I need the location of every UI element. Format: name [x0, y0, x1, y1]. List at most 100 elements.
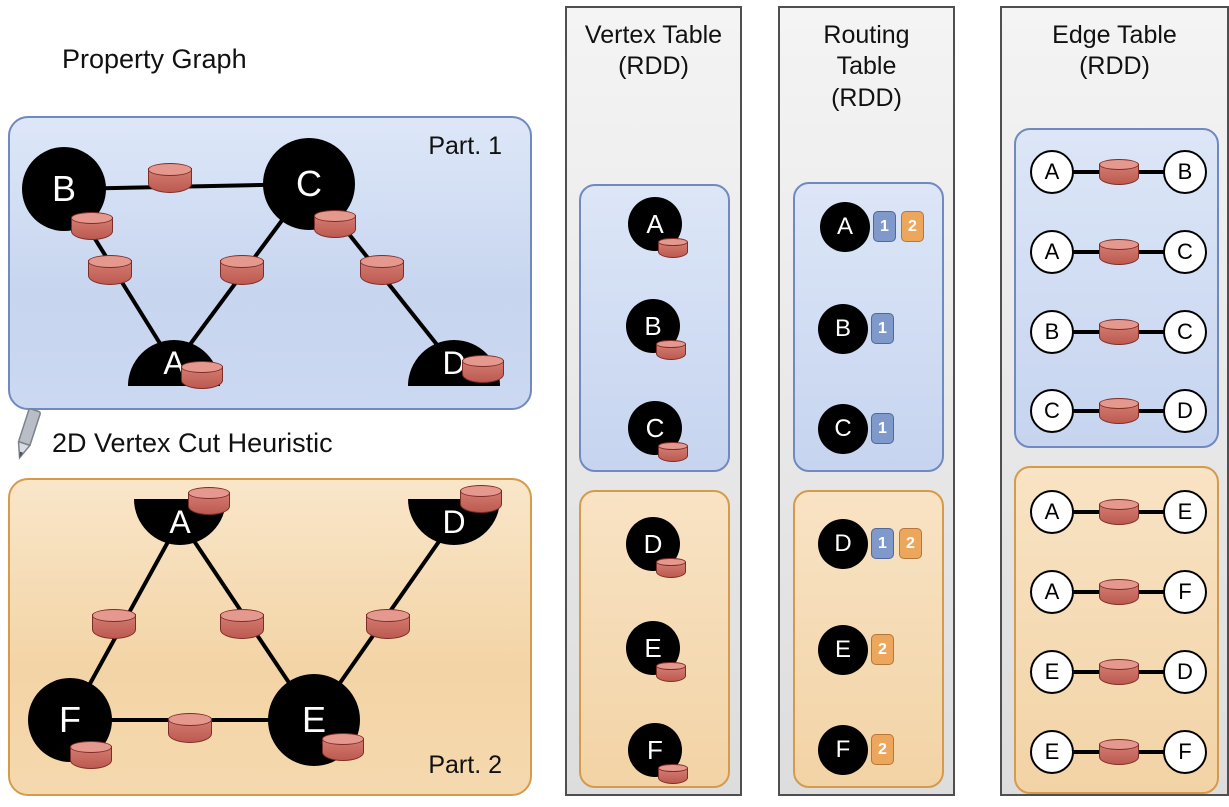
vertex-label: C	[1177, 319, 1193, 344]
edge-property-cylinder-icon	[366, 609, 410, 639]
vertex-label: A	[1044, 239, 1060, 264]
edge-table-partition2-group: A E A F E D E F	[1014, 466, 1219, 794]
edge-dst-circle: E	[1163, 490, 1207, 534]
edge-property-cylinder-icon	[1098, 659, 1139, 685]
vertex-label: B	[1044, 319, 1060, 344]
vertex-label: A	[836, 213, 853, 240]
vertex-label: C	[645, 412, 665, 443]
vertex-property-cylinder-icon	[658, 764, 688, 784]
vertex-label: E	[1044, 659, 1060, 684]
vertex-label: A	[646, 208, 664, 239]
partition1-label: Part. 1	[428, 132, 502, 160]
edge-table-header-line2: (RDD)	[1079, 52, 1150, 81]
edge-src-circle: A	[1030, 230, 1074, 274]
edge-src-circle: E	[1030, 730, 1074, 774]
routing-partition-badge-1: 1	[873, 211, 896, 242]
edge-property-cylinder-icon	[1098, 499, 1139, 525]
vertex-label: D	[1177, 398, 1193, 423]
vertex-property-cylinder-icon	[462, 355, 504, 383]
routing-partition-badge-1: 1	[871, 313, 894, 344]
edge-row-E-F: E F	[1030, 729, 1207, 775]
vertex-label: A	[1044, 499, 1060, 524]
edge-dst-circle: F	[1163, 570, 1207, 614]
vertex-label: E	[301, 699, 326, 740]
edge-property-cylinder-icon	[168, 713, 212, 743]
routing-table-header: Routing Table (RDD)	[780, 20, 953, 114]
vertex-label: E	[644, 632, 662, 663]
routing-partition-badge-2: 2	[871, 734, 894, 765]
vertex-label: F	[835, 736, 851, 763]
vertex-table-header: Vertex Table (RDD)	[567, 20, 740, 83]
routing-entry-D: D	[818, 519, 868, 569]
edge-src-circle: A	[1030, 490, 1074, 534]
routing-partition-badge-1: 1	[871, 413, 894, 444]
vertex-property-cylinder-icon	[314, 210, 356, 238]
vertex-property-cylinder-icon	[656, 558, 686, 578]
routing-entry-A: A	[820, 202, 870, 252]
vertex-label: E	[1177, 499, 1193, 524]
edge-property-cylinder-icon	[1098, 739, 1139, 765]
edge-property-cylinder-icon	[148, 163, 192, 193]
edge-table-header-line1: Edge Table	[1052, 21, 1177, 49]
vertex-label: A	[1044, 159, 1060, 184]
vertex-property-cylinder-icon	[460, 485, 502, 513]
routing-table-partition2-group: D 1 2 E 2 F 2	[793, 490, 944, 788]
vertex-label: B	[51, 168, 76, 209]
vertex-table-partition2-group: D E F	[579, 490, 730, 788]
vertex-label: F	[59, 699, 81, 740]
vertex-label: A	[169, 503, 191, 540]
vertex-cut-caption: 2D Vertex Cut Heuristic	[52, 428, 333, 458]
edge-property-cylinder-icon	[1098, 159, 1139, 185]
vertex-property-cylinder-icon	[181, 361, 223, 389]
edge-row-A-F: A F	[1030, 569, 1207, 615]
vertex-label: C	[834, 415, 852, 442]
routing-table-partition1-group: A 1 2 B 1 C 1	[793, 182, 944, 472]
vertex-property-cylinder-icon	[70, 741, 112, 769]
vertex-property-cylinder-icon	[658, 442, 688, 462]
edge-dst-circle: B	[1163, 150, 1207, 194]
vertex-label: D	[834, 530, 852, 557]
edge-src-circle: A	[1030, 150, 1074, 194]
edge-property-cylinder-icon	[88, 255, 132, 285]
vertex-label: D	[442, 503, 466, 540]
edge-property-cylinder-icon	[220, 609, 264, 639]
edge-property-cylinder-icon	[220, 255, 264, 285]
vertex-label: A	[1044, 579, 1060, 604]
edge-dst-circle: D	[1163, 650, 1207, 694]
routing-entry-C: C	[818, 404, 868, 454]
routing-table-header-line3: (RDD)	[831, 83, 902, 112]
edge-row-A-C: A C	[1030, 229, 1207, 275]
vertex-table-column: Vertex Table (RDD) A B C D E	[565, 6, 742, 796]
property-graph-title: Property Graph	[62, 44, 247, 74]
routing-partition-badge-1: 1	[871, 528, 894, 559]
vertex-property-cylinder-icon	[656, 340, 686, 360]
vertex-label: F	[1178, 739, 1192, 764]
edge-dst-circle: C	[1163, 310, 1207, 354]
edge-property-cylinder-icon	[1098, 579, 1139, 605]
vertex-property-cylinder-icon	[658, 238, 688, 258]
edge-property-cylinder-icon	[360, 255, 404, 285]
vertex-table-entry-D: D	[626, 517, 680, 571]
routing-entry-B: B	[818, 304, 868, 354]
edge-row-C-D: C D	[1030, 388, 1207, 434]
routing-table-header-line2: Table	[836, 52, 897, 81]
edge-property-cylinder-icon	[1098, 398, 1139, 424]
vertex-label: D	[442, 344, 466, 381]
vertex-label: D	[1177, 659, 1193, 684]
edge-row-A-E: A E	[1030, 489, 1207, 535]
edge-property-cylinder-icon	[92, 609, 136, 639]
vertex-label: F	[647, 734, 663, 765]
edge-table-header: Edge Table (RDD)	[1002, 20, 1227, 83]
edge-src-circle: A	[1030, 570, 1074, 614]
vertex-label: B	[834, 315, 851, 342]
vertex-property-cylinder-icon	[656, 662, 686, 682]
vertex-label: C	[1177, 239, 1193, 264]
edge-dst-circle: C	[1163, 230, 1207, 274]
routing-partition-badge-2: 2	[899, 528, 922, 559]
edge-dst-circle: D	[1163, 389, 1207, 433]
partition2-box: A D F E Part. 2	[8, 478, 532, 796]
edge-row-A-B: A B	[1030, 149, 1207, 195]
edge-src-circle: C	[1030, 389, 1074, 433]
vertex-property-cylinder-icon	[71, 212, 113, 240]
